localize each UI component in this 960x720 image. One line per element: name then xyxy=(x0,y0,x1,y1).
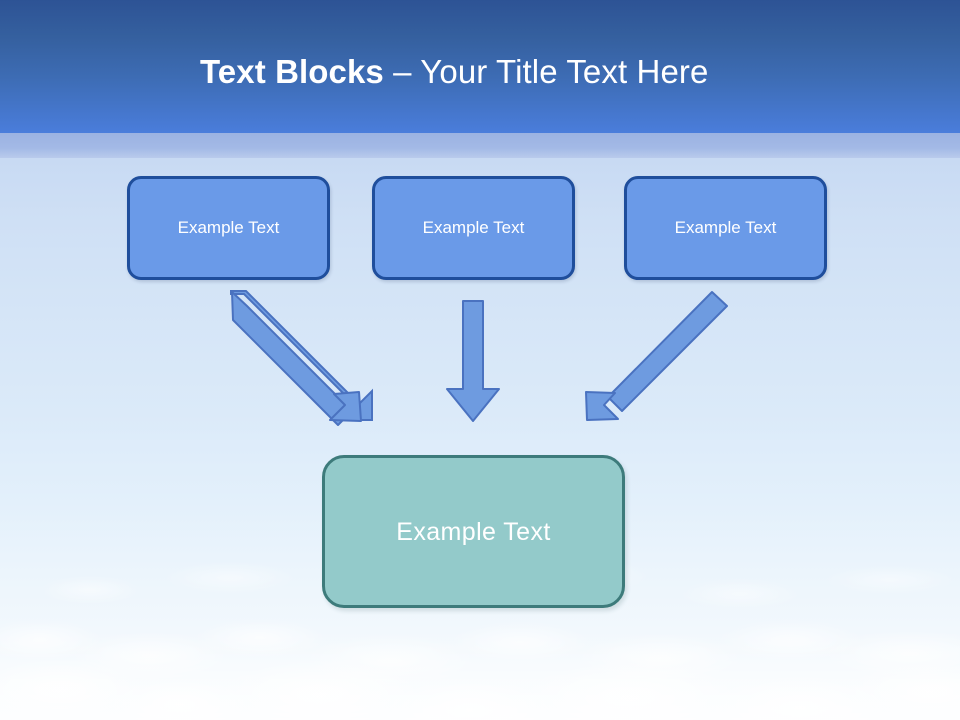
page-title-regular: – Your Title Text Here xyxy=(393,53,709,90)
slide-header: Text Blocks – Your Title Text Here xyxy=(0,0,960,133)
text-block-1[interactable]: Example Text xyxy=(127,176,330,280)
accent-band xyxy=(0,133,960,158)
text-block-3[interactable]: Example Text xyxy=(624,176,827,280)
text-block-2-label: Example Text xyxy=(422,218,525,237)
result-text-block-label: Example Text xyxy=(396,517,551,546)
page-title: Text Blocks – Your Title Text Here xyxy=(200,52,708,92)
text-block-3-label: Example Text xyxy=(674,218,777,237)
text-block-2[interactable]: Example Text xyxy=(372,176,575,280)
result-text-block[interactable]: Example Text xyxy=(322,455,625,608)
text-block-1-label: Example Text xyxy=(177,218,280,237)
page-title-bold: Text Blocks xyxy=(200,53,394,90)
